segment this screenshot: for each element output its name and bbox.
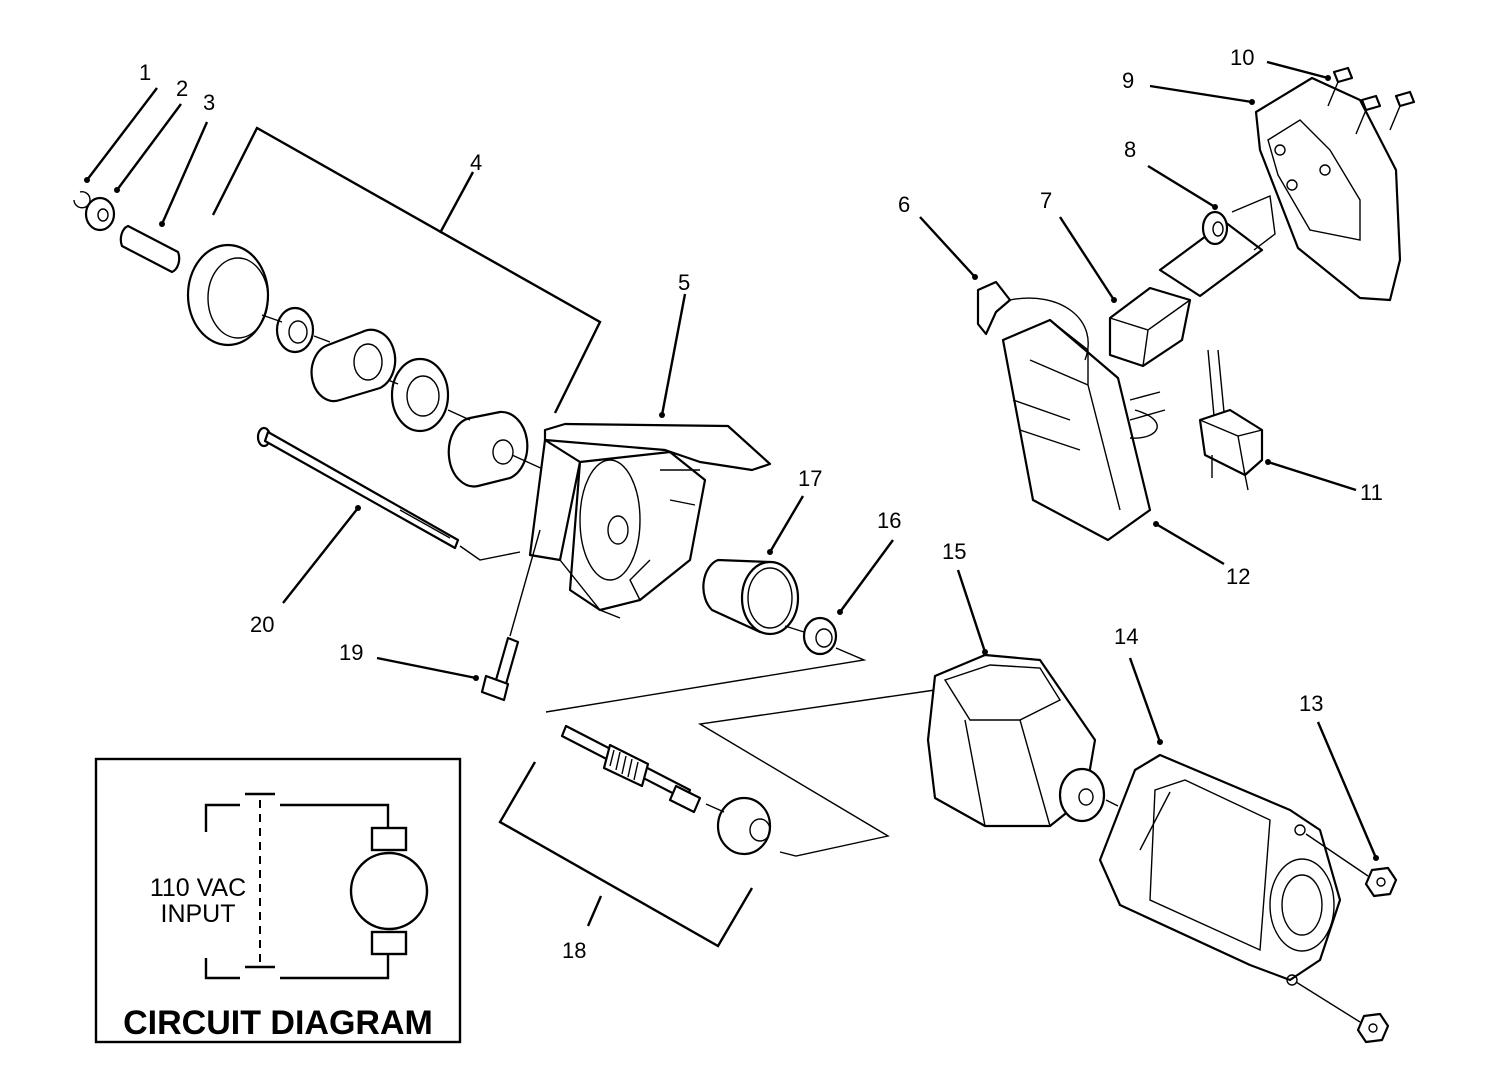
part-8-bulb-socket xyxy=(1158,194,1276,298)
circuit-input-label-line2: INPUT xyxy=(161,900,236,928)
part-3-sleeve xyxy=(119,224,181,274)
part-16-bushing xyxy=(545,616,867,713)
part-2-washer xyxy=(84,196,116,232)
callout-2: 2 xyxy=(176,76,188,101)
circuit-diagram-inset: 110 VAC INPUT CIRCUIT DIAGRAM xyxy=(94,757,462,1044)
callout-20: 20 xyxy=(250,612,274,637)
part-9-switch-cover xyxy=(1254,76,1402,302)
part-19-screw xyxy=(480,529,541,702)
callout-14: 14 xyxy=(1114,624,1138,649)
callout-5: 5 xyxy=(678,270,690,295)
part-6-spring-clip xyxy=(976,280,1158,439)
callout-4: 4 xyxy=(470,150,482,175)
callout-19: 19 xyxy=(339,640,363,665)
circuit-diagram-title: CIRCUIT DIAGRAM xyxy=(123,1004,433,1042)
callout-16: 16 xyxy=(877,508,901,533)
callout-9: 9 xyxy=(1122,68,1134,93)
leader-lines xyxy=(84,60,1379,927)
callout-15: 15 xyxy=(942,539,966,564)
callout-7: 7 xyxy=(1040,188,1052,213)
part-18-drive-shaft xyxy=(498,689,936,948)
circuit-input-label-line1: 110 VAC xyxy=(150,874,246,902)
callout-17: 17 xyxy=(798,466,822,491)
part-13-nuts xyxy=(1295,833,1398,1044)
callout-18: 18 xyxy=(562,938,586,963)
motor-symbol xyxy=(349,851,429,931)
callout-6: 6 xyxy=(898,192,910,217)
callout-8: 8 xyxy=(1124,137,1136,162)
callout-12: 12 xyxy=(1226,564,1250,589)
part-15-gear-housing xyxy=(926,653,1119,828)
part-14-motor xyxy=(1098,753,1342,986)
part-5-mounting-bracket xyxy=(528,422,772,619)
callout-3: 3 xyxy=(203,90,215,115)
callout-11: 11 xyxy=(1360,480,1383,505)
circuit-frame xyxy=(94,757,462,1044)
callout-13: 13 xyxy=(1299,691,1323,716)
callout-labels: 1 2 3 4 5 6 7 8 9 10 11 12 13 14 15 16 1… xyxy=(139,45,1383,963)
callout-10: 10 xyxy=(1230,45,1254,70)
part-4-clutch-assembly xyxy=(186,126,602,488)
part-17-cover-sleeve xyxy=(702,558,800,636)
part-20-through-bolt xyxy=(256,426,521,561)
part-11-micro-switch xyxy=(1198,349,1264,491)
part-10-screws xyxy=(1327,66,1416,135)
part-7-switch xyxy=(1108,286,1192,368)
callout-1: 1 xyxy=(139,60,151,85)
